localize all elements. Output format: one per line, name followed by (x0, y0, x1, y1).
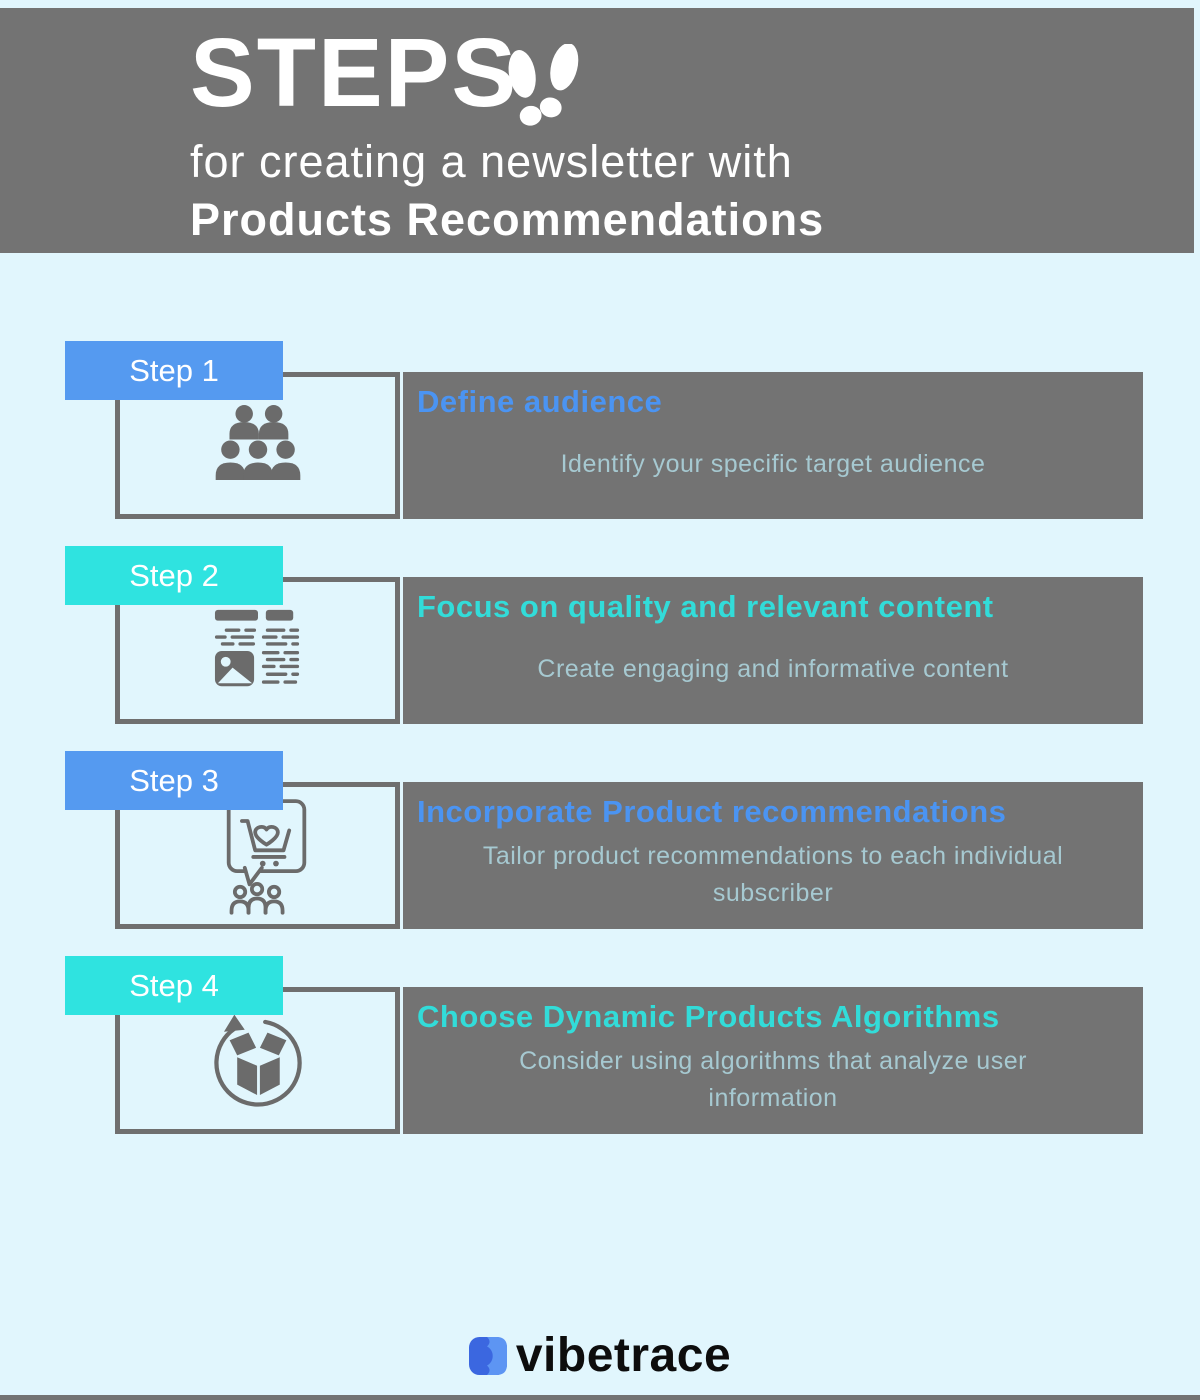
step-4-title: Choose Dynamic Products Algorithms (417, 999, 1000, 1034)
page-title: STEPS (190, 18, 519, 127)
footprints-icon (508, 44, 579, 126)
step-2-label: Step 2 (65, 546, 283, 605)
step-4-bar: Choose Dynamic Products Algorithms Consi… (403, 987, 1143, 1134)
step-3-label: Step 3 (65, 751, 283, 810)
step-2-title: Focus on quality and relevant content (417, 589, 994, 624)
step-3: Step 3 I (0, 751, 1200, 929)
step-4-label: Step 4 (65, 956, 283, 1015)
step-3-bar: Incorporate Product recommendations Tail… (403, 782, 1143, 929)
step-1: Step 1 Define audience (0, 341, 1200, 519)
step-1-label: Step 1 (65, 341, 283, 400)
audience-icon (215, 404, 300, 480)
step-4-description: Consider using algorithms that analyze u… (519, 1047, 1027, 1112)
vibetrace-logo-icon (468, 1336, 507, 1375)
step-3-description: Tailor product recommendations to each i… (482, 842, 1064, 907)
step-4: Step 4 Choose Dynamic Products Algorithm… (0, 956, 1200, 1134)
newsletter-content-icon (214, 609, 299, 686)
step-2-bar: Focus on quality and relevant content Cr… (403, 577, 1143, 724)
dynamic-algorithm-icon (213, 1014, 302, 1107)
step-3-title: Incorporate Product recommendations (417, 794, 1007, 829)
step-1-title: Define audience (417, 384, 663, 419)
vibetrace-logo-text: vibetrace (515, 1329, 732, 1382)
footer-logo: vibetrace (0, 1328, 1200, 1383)
header: STEPS for creating a newsletter with Pro… (0, 8, 1194, 253)
step-1-bar: Define audience Identify your specific t… (403, 372, 1143, 519)
step-2: Step 2 (0, 546, 1200, 724)
bottom-strip (0, 1395, 1200, 1400)
header-subtitle-bold: Products Recommendations (190, 194, 825, 245)
header-subtitle: for creating a newsletter with (190, 136, 793, 187)
step-2-description: Create engaging and informative content (537, 655, 1009, 684)
product-recommendation-icon (226, 798, 306, 915)
step-1-description: Identify your specific target audience (560, 450, 986, 479)
